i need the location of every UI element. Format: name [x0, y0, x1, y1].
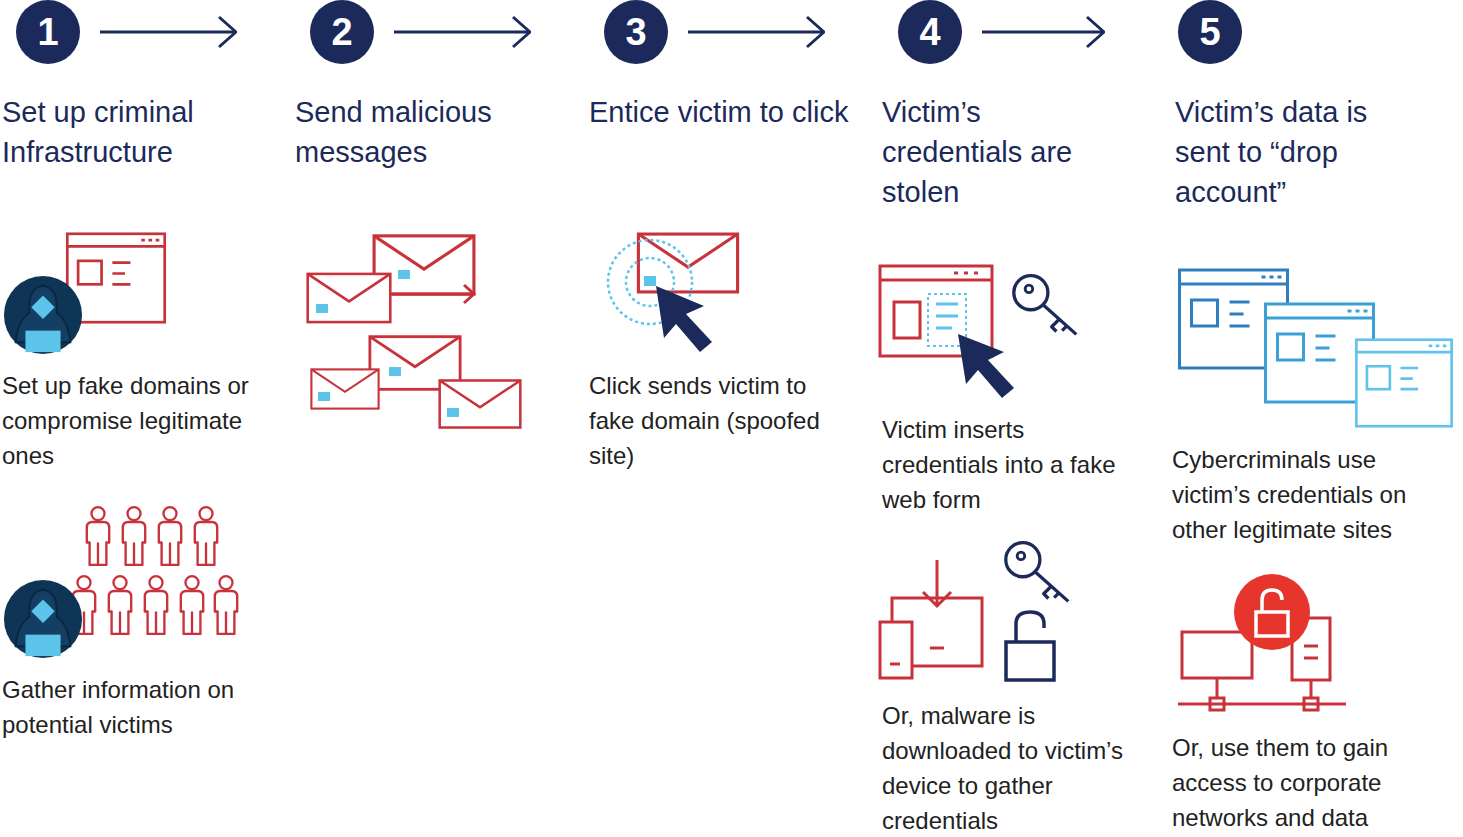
step-arrow [394, 31, 530, 34]
step-circle: 1 [16, 0, 80, 64]
fake-form-icon [880, 266, 1014, 398]
key-icon [1014, 276, 1077, 335]
key-icon [1006, 543, 1069, 602]
step-number: 1 [16, 0, 80, 64]
step-number: 3 [604, 0, 668, 64]
malware-device-icon [880, 560, 982, 678]
step-circle: 4 [898, 0, 962, 64]
step-arrow [688, 31, 824, 34]
step-caption: Victim inserts credentials into a fake w… [882, 412, 1142, 517]
step-title: Victim’s credentials are stolen [882, 92, 1082, 212]
step-title: Entice victim to click [589, 92, 849, 132]
browser-window-icon [67, 234, 164, 322]
step-number: 2 [310, 0, 374, 64]
step-caption: Or, malware is downloaded to victim’s de… [882, 698, 1142, 837]
people-icon [73, 507, 237, 634]
step-caption: Click sends victim to fake domain (spoof… [589, 368, 839, 473]
step-caption: Set up fake domains or compromise legiti… [2, 368, 272, 473]
step-title: Victim’s data is sent to “drop account” [1175, 92, 1425, 212]
hacker-icon [4, 580, 82, 658]
envelopes-icon [308, 236, 521, 428]
step-title: Send malicious messages [295, 92, 565, 172]
hacker-icon [4, 276, 82, 354]
step-number: 4 [898, 0, 962, 64]
legitimate-sites-icon [1180, 270, 1452, 426]
step-title: Set up criminal Infrastructure [2, 92, 272, 172]
click-icon [608, 234, 738, 352]
step-caption: Cybercriminals use victim’s credentials … [1172, 442, 1458, 547]
step-arrow [982, 31, 1104, 34]
step-circle: 2 [310, 0, 374, 64]
step-circle: 5 [1178, 0, 1242, 64]
step-circle: 3 [604, 0, 668, 64]
open-padlock-icon [1006, 612, 1054, 680]
step-caption: Or, use them to gain access to corporate… [1172, 730, 1458, 835]
step-caption: Gather information on potential victims [2, 672, 272, 742]
corporate-network-icon [1178, 574, 1346, 710]
step-arrow [100, 31, 236, 34]
step-number: 5 [1178, 0, 1242, 64]
